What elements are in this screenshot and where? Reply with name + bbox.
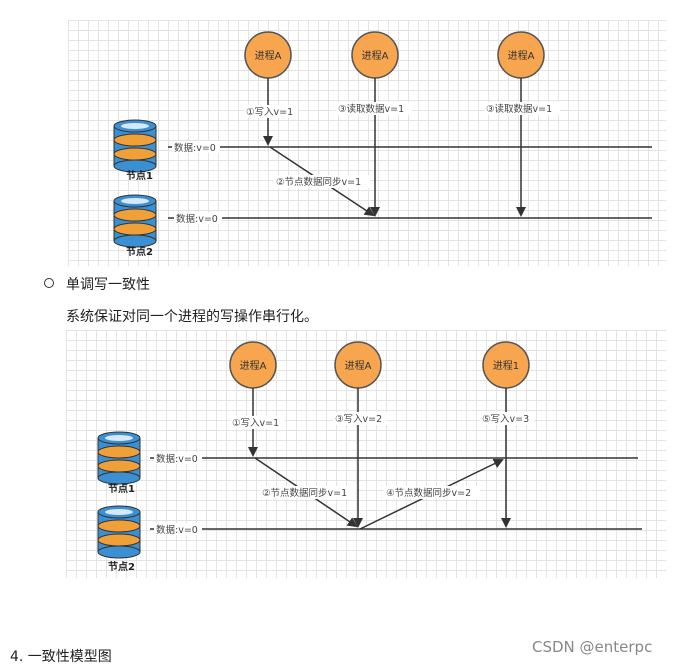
database-icon xyxy=(97,505,141,559)
op-label-2: ③写入v=2 xyxy=(335,414,382,425)
diagram-2-svg: 进程A 进程A 进程1 ①写入v=1 ③写入v=2 ⑤写入v=3 ②节点数据同步… xyxy=(97,341,642,573)
process-3: 进程1 xyxy=(482,341,530,389)
sync-label: ②节点数据同步v=1 xyxy=(276,176,361,188)
sync-label-2: ④节点数据同步v=2 xyxy=(386,487,471,499)
database-icon xyxy=(113,119,157,173)
database-icon xyxy=(113,194,157,248)
node2-label: 节点2 xyxy=(108,560,135,573)
op-label-3: ③读取数据v=1 xyxy=(486,103,552,115)
diagram-2-canvas: 进程A 进程A 进程1 ①写入v=1 ③写入v=2 ⑤写入v=3 ②节点数据同步… xyxy=(66,330,666,578)
node1-label: 节点1 xyxy=(108,482,135,495)
process-1: 进程A xyxy=(229,341,277,389)
diagram-1-svg: 进程A 进程A 进程A ①写入v=1 ③读取数据v=1 ③读取数据v=1 ②节点… xyxy=(113,31,652,258)
watermark: CSDN @enterpc xyxy=(532,638,653,656)
op-label-1: ①写入v=1 xyxy=(232,418,279,429)
process-1-label: 进程A xyxy=(255,50,282,62)
process-1: 进程A xyxy=(244,31,292,79)
bullet-marker xyxy=(44,278,54,288)
op-label-1: ①写入v=1 xyxy=(246,107,293,118)
process-2: 进程A xyxy=(351,31,399,79)
node2-value: 数据:v=0 xyxy=(156,524,198,536)
op-label-3: ⑤写入v=3 xyxy=(482,414,529,425)
node1-value: 数据:v=0 xyxy=(156,453,198,465)
process-3: 进程A xyxy=(497,31,545,79)
node2-value: 数据:v=0 xyxy=(176,213,218,225)
process-2-label: 进程A xyxy=(362,50,389,62)
bullet-heading: 单调写一致性 xyxy=(66,277,150,293)
node1-value: 数据:v=0 xyxy=(174,142,216,154)
process-3-label: 进程1 xyxy=(493,360,519,372)
database-icon xyxy=(97,431,141,485)
diagram-1-canvas: 进程A 进程A 进程A ①写入v=1 ③读取数据v=1 ③读取数据v=1 ②节点… xyxy=(68,20,666,266)
section-heading: 4. 一致性模型图 xyxy=(10,649,112,665)
node2-label: 节点2 xyxy=(126,245,153,258)
process-1-label: 进程A xyxy=(240,360,267,372)
process-2: 进程A xyxy=(334,341,382,389)
process-2-label: 进程A xyxy=(345,360,372,372)
op-label-2: ③读取数据v=1 xyxy=(338,103,404,115)
process-3-label: 进程A xyxy=(508,50,535,62)
node1-label: 节点1 xyxy=(126,169,153,182)
description-paragraph: 系统保证对同一个进程的写操作串行化。 xyxy=(66,309,318,325)
sync-label-1: ②节点数据同步v=1 xyxy=(262,487,347,499)
